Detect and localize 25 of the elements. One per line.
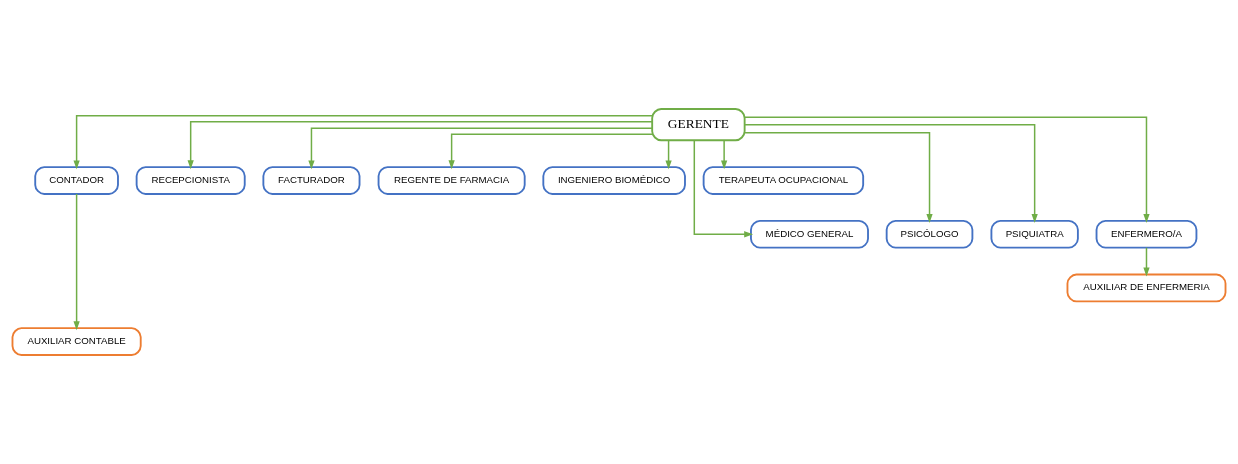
- node-box: PSICÓLOGO: [885, 219, 974, 249]
- node-box: PSIQUIATRA: [990, 219, 1079, 249]
- arrow: [693, 139, 754, 238]
- arrow: [308, 127, 653, 170]
- node-box: AUXILIAR CONTABLE: [11, 327, 142, 356]
- arrow: [744, 132, 933, 224]
- arrow: [744, 123, 1038, 224]
- node-box: GERENTE: [651, 108, 746, 142]
- node-box: CONTADOR: [34, 166, 119, 195]
- arrow: [1143, 247, 1150, 277]
- node-box: RECEPCIONISTA: [135, 166, 246, 195]
- arrow: [73, 193, 80, 331]
- arrow: [448, 133, 653, 170]
- arrow: [73, 114, 653, 170]
- arrow: [721, 139, 728, 170]
- node-box: REGENTE DE FARMACIA: [377, 166, 526, 195]
- arrow: [187, 120, 653, 170]
- arrow: [665, 139, 672, 170]
- node-box: MÉDICO GENERAL: [750, 219, 869, 249]
- node-box: FACTURADOR: [262, 166, 361, 195]
- node-box: TERAPEUTA OCUPACIONAL: [702, 166, 865, 195]
- node-box: INGENIERO BIOMÉDICO: [542, 166, 686, 195]
- arrow: [743, 116, 1150, 224]
- node-box: AUXILIAR DE ENFERMERIA: [1066, 273, 1227, 303]
- node-box: ENFERMERO/A: [1095, 219, 1198, 249]
